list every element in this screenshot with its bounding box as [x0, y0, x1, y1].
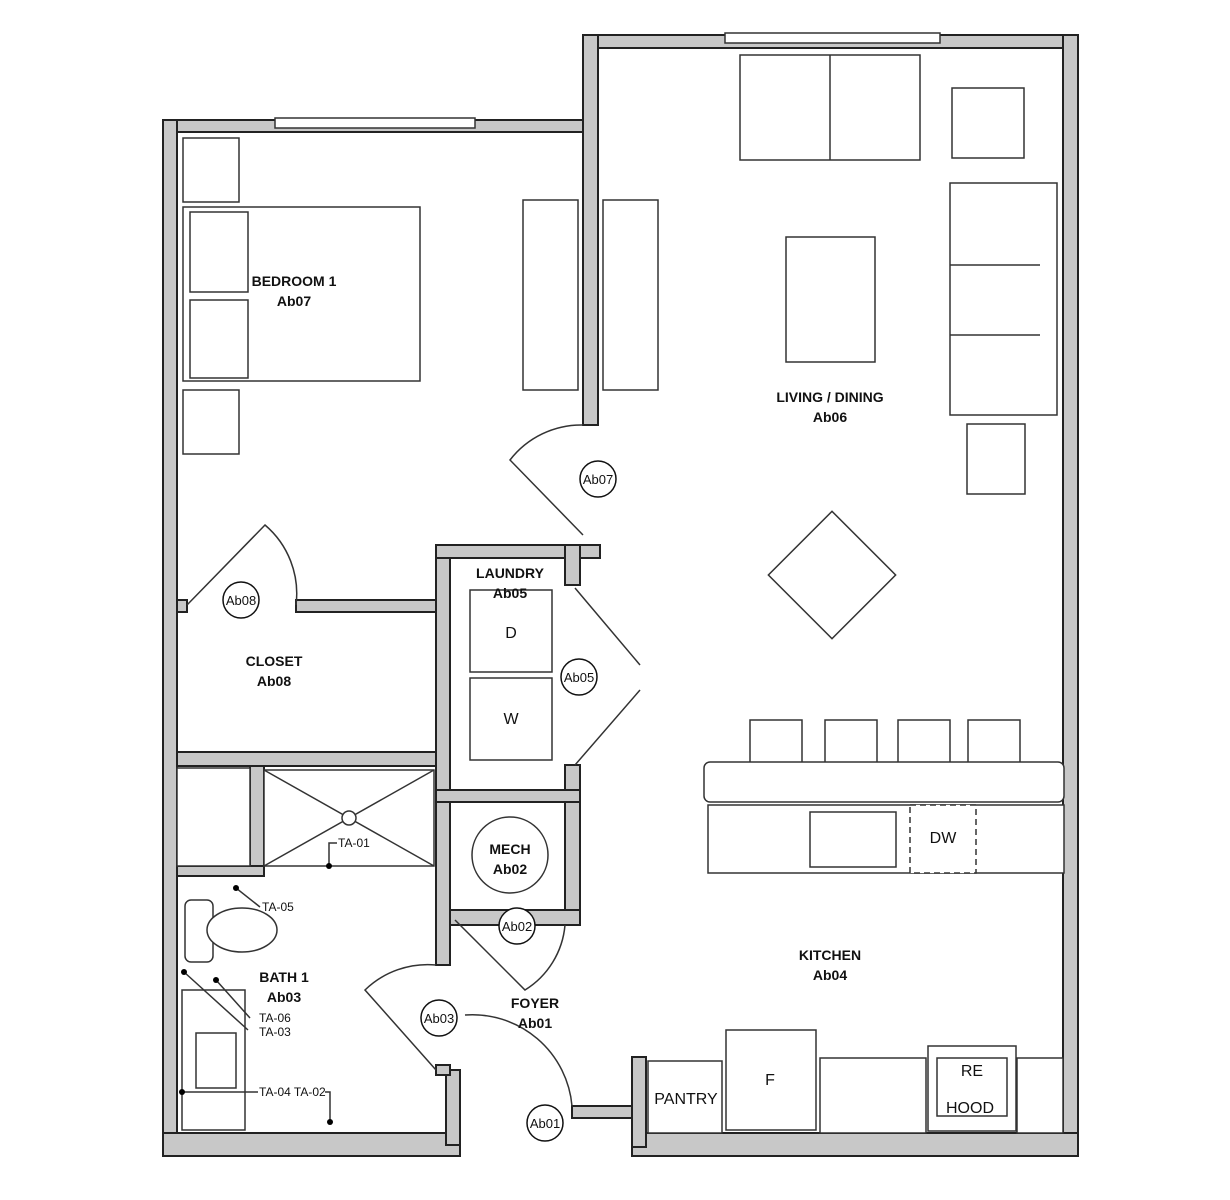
door-tag: Ab05 [564, 670, 594, 685]
bath-id: Ab03 [267, 989, 301, 1005]
bath-name: BATH 1 [259, 969, 309, 985]
door-tag: Ab03 [424, 1011, 454, 1026]
ta-shower: TA-01 [338, 836, 370, 850]
range-label: RE [961, 1063, 983, 1080]
dishwasher-label: DW [930, 830, 958, 847]
kitchen-id: Ab04 [813, 967, 847, 983]
living-id: Ab06 [813, 409, 847, 425]
door-swings [186, 424, 641, 1107]
room-labels: BEDROOM 1 Ab07 LIVING / DINING Ab06 LAUN… [246, 273, 884, 1031]
living-name: LIVING / DINING [776, 389, 883, 405]
door-tag: Ab02 [502, 919, 532, 934]
mech-name: MECH [489, 841, 530, 857]
fixture-labels: D W DW F PANTRY RE HOOD [503, 625, 994, 1117]
ta-06: TA-06 [259, 1011, 291, 1025]
furniture [176, 54, 1065, 1134]
dryer-label: D [505, 625, 517, 642]
bedroom-id: Ab07 [277, 293, 311, 309]
ta-03: TA-03 [259, 1025, 291, 1039]
foyer-name: FOYER [511, 995, 559, 1011]
ta-toilet: TA-05 [262, 900, 294, 914]
fridge-label: F [765, 1072, 775, 1089]
hood-label: HOOD [946, 1100, 994, 1117]
accessory-tags: TA-01 TA-05 TA-06 TA-03 TA-04 TA-02 [179, 836, 370, 1125]
laundry-id: Ab05 [493, 585, 527, 601]
bedroom-name: BEDROOM 1 [252, 273, 337, 289]
laundry-name: LAUNDRY [476, 565, 545, 581]
foyer-id: Ab01 [518, 1015, 552, 1031]
door-tag: Ab01 [530, 1116, 560, 1131]
mech-id: Ab02 [493, 861, 527, 877]
door-tags: Ab07 Ab08 Ab05 Ab02 Ab03 Ab01 [222, 460, 617, 1142]
windows [274, 32, 941, 129]
closet-name: CLOSET [246, 653, 303, 669]
pantry-label: PANTRY [654, 1091, 718, 1108]
door-tag: Ab08 [226, 593, 256, 608]
kitchen-name: KITCHEN [799, 947, 861, 963]
ta-04-02: TA-04 TA-02 [259, 1085, 326, 1099]
walls [162, 34, 1079, 1157]
door-tag: Ab07 [583, 472, 613, 487]
washer-label: W [503, 711, 519, 728]
closet-id: Ab08 [257, 673, 291, 689]
